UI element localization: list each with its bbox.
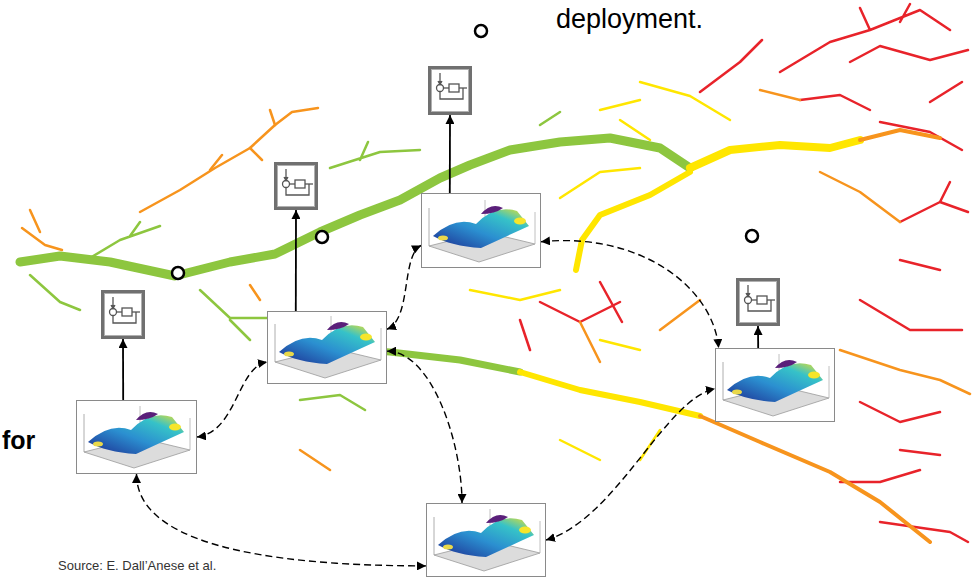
control-arrow bbox=[295, 210, 297, 311]
surface-plot-box bbox=[421, 193, 541, 268]
surface-plot-box bbox=[426, 503, 546, 577]
control-arrow bbox=[122, 339, 124, 400]
text-fragment: for bbox=[2, 426, 35, 455]
communication-link bbox=[546, 389, 715, 540]
controller-box bbox=[274, 162, 318, 210]
communication-link bbox=[541, 241, 719, 348]
controller-box bbox=[101, 290, 145, 339]
communication-link bbox=[137, 474, 427, 566]
controller-box bbox=[428, 66, 472, 115]
surface-plot-box bbox=[267, 311, 387, 384]
heading-fragment: deployment. bbox=[556, 4, 703, 35]
communication-link bbox=[387, 246, 421, 330]
communication-link bbox=[387, 351, 462, 503]
surface-plot-box bbox=[715, 348, 835, 422]
surface-plot-box bbox=[76, 400, 197, 474]
source-note: Source: E. Dall’Anese et al. bbox=[58, 558, 216, 573]
control-arrow bbox=[757, 326, 759, 348]
control-arrow bbox=[449, 115, 451, 193]
controller-box bbox=[736, 278, 780, 326]
communication-link bbox=[197, 362, 267, 437]
